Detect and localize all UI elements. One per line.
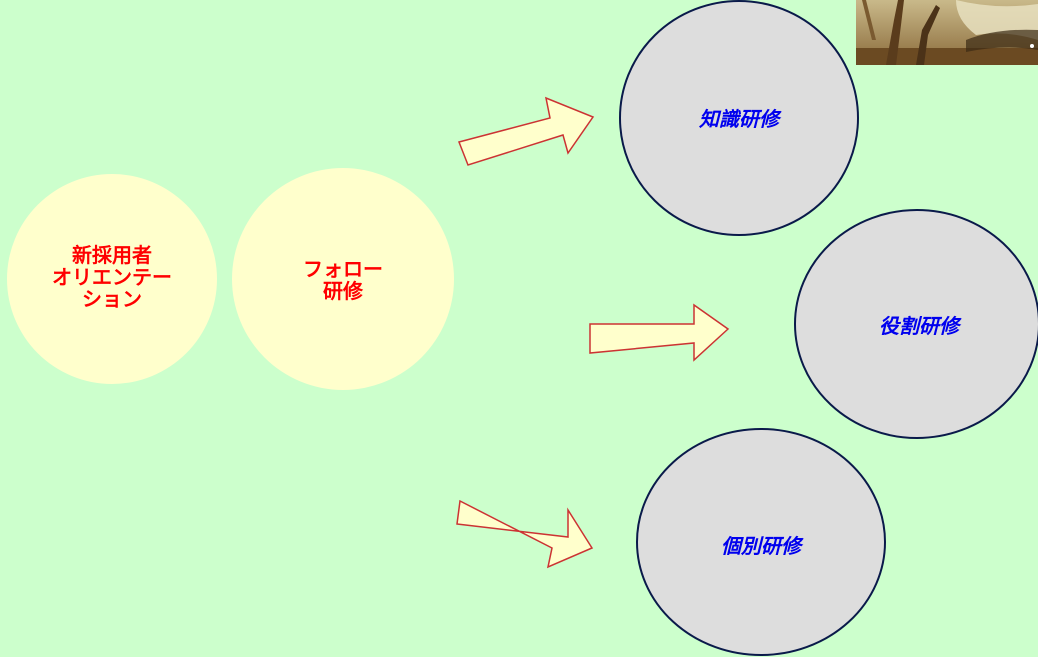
role-training-circle [794,209,1038,439]
knowledge-training-label: 知識研修 [699,106,779,131]
follow-training-circle [232,168,454,390]
corner-photo [856,0,1038,65]
corner-photo-image [856,0,1038,65]
role-training-label: 役割研修 [879,313,959,338]
orientation-label: 新採用者 オリエンテー ション [52,243,172,311]
orientation-circle [7,174,217,384]
arrow-to-role [589,303,730,362]
arrow-to-individual [456,499,594,569]
individual-training-label: 個別研修 [721,533,801,558]
follow-training-label: フォロー 研修 [303,257,383,303]
arrow-to-knowledge [457,96,595,166]
individual-training-circle [636,428,886,656]
knowledge-training-circle [619,0,859,236]
